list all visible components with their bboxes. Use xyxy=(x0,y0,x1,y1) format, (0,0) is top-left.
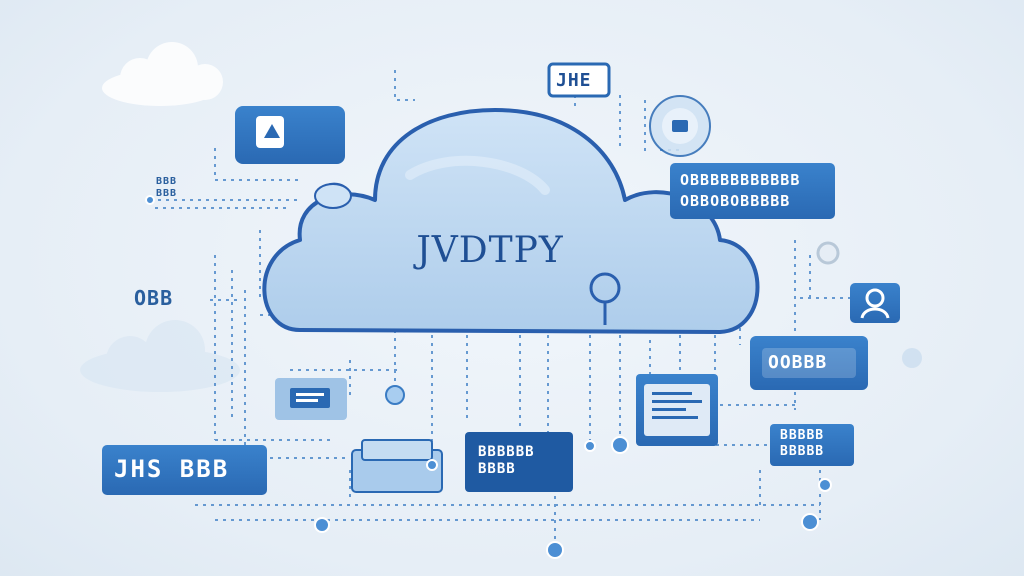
top-label-box xyxy=(547,62,611,98)
server-panel xyxy=(636,374,718,446)
files-icon xyxy=(351,439,443,493)
right-mid-inner xyxy=(762,348,856,378)
left-small-label: BBB BBB xyxy=(156,176,178,199)
bottom-left-label: JHS BBB xyxy=(114,455,230,483)
bottom-left-box xyxy=(102,445,267,495)
pin-icon xyxy=(589,272,621,325)
node-icon xyxy=(649,95,711,157)
small-node-top-left xyxy=(314,183,352,209)
main-cloud xyxy=(262,108,760,334)
right-lower-box xyxy=(770,424,854,466)
right-top-box xyxy=(670,163,835,219)
right-top-label: OBBBBBBBBBBB OBBOBOBBBBB xyxy=(680,171,801,210)
center-bottom-label: BBBBBB BBBB xyxy=(478,444,535,477)
right-mid-box xyxy=(750,336,868,390)
center-bottom-box xyxy=(465,432,573,492)
background-cloud-lower-left xyxy=(80,320,240,392)
user-icon xyxy=(850,283,900,323)
faint-node-right xyxy=(902,348,922,368)
right-mid-label: OOBBB xyxy=(768,352,828,373)
right-lower-label: BBBBB BBBBB xyxy=(780,428,825,459)
document-icon xyxy=(235,106,345,164)
background-cloud-left xyxy=(102,42,223,106)
small-node-right xyxy=(816,241,840,265)
folder-icon xyxy=(275,378,347,420)
top-box-label: JHE xyxy=(556,70,592,91)
cloud-title: JVDTPY xyxy=(416,230,564,271)
connector-nodes xyxy=(145,195,832,559)
left-badge-label: OBB xyxy=(134,286,174,310)
